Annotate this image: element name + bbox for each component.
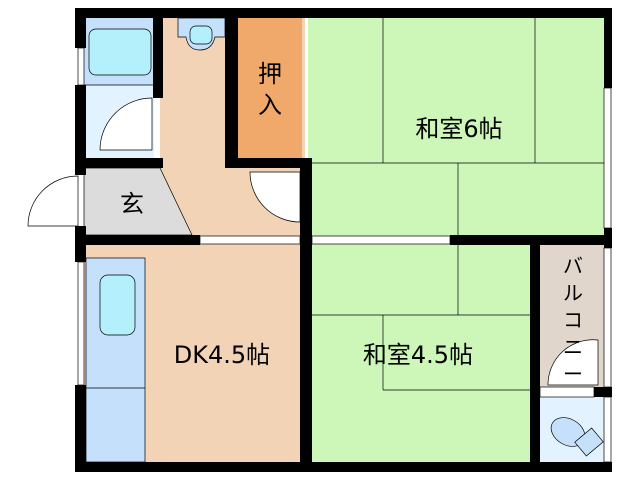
bathtub-icon: [88, 28, 152, 76]
svg-text:ル: ル: [563, 281, 583, 305]
walls: [75, 8, 612, 472]
label-oshiire-2: 入: [258, 91, 282, 119]
svg-text:バ: バ: [563, 254, 583, 278]
oshiire-floor: [238, 18, 302, 158]
label-dk: DK4.5帖: [174, 341, 270, 369]
label-washitsu45: 和室4.5帖: [363, 341, 473, 369]
washitsu45-floor: [308, 240, 536, 465]
label-washitsu6: 和室6帖: [415, 115, 502, 143]
label-oshiire-1: 押: [258, 60, 282, 88]
sink-icon: [99, 274, 136, 336]
door-swings: [27, 97, 599, 386]
windows[interactable]: [77, 47, 612, 463]
label-balcony: バ ル コ ニ ー: [563, 254, 583, 386]
tatami-lines: [310, 18, 605, 391]
label-genkan: 玄: [120, 190, 144, 218]
svg-text:コ: コ: [563, 308, 583, 332]
svg-text:ニ: ニ: [563, 335, 583, 359]
svg-text:ー: ー: [563, 362, 583, 386]
toilet-icon-2: [550, 417, 604, 457]
